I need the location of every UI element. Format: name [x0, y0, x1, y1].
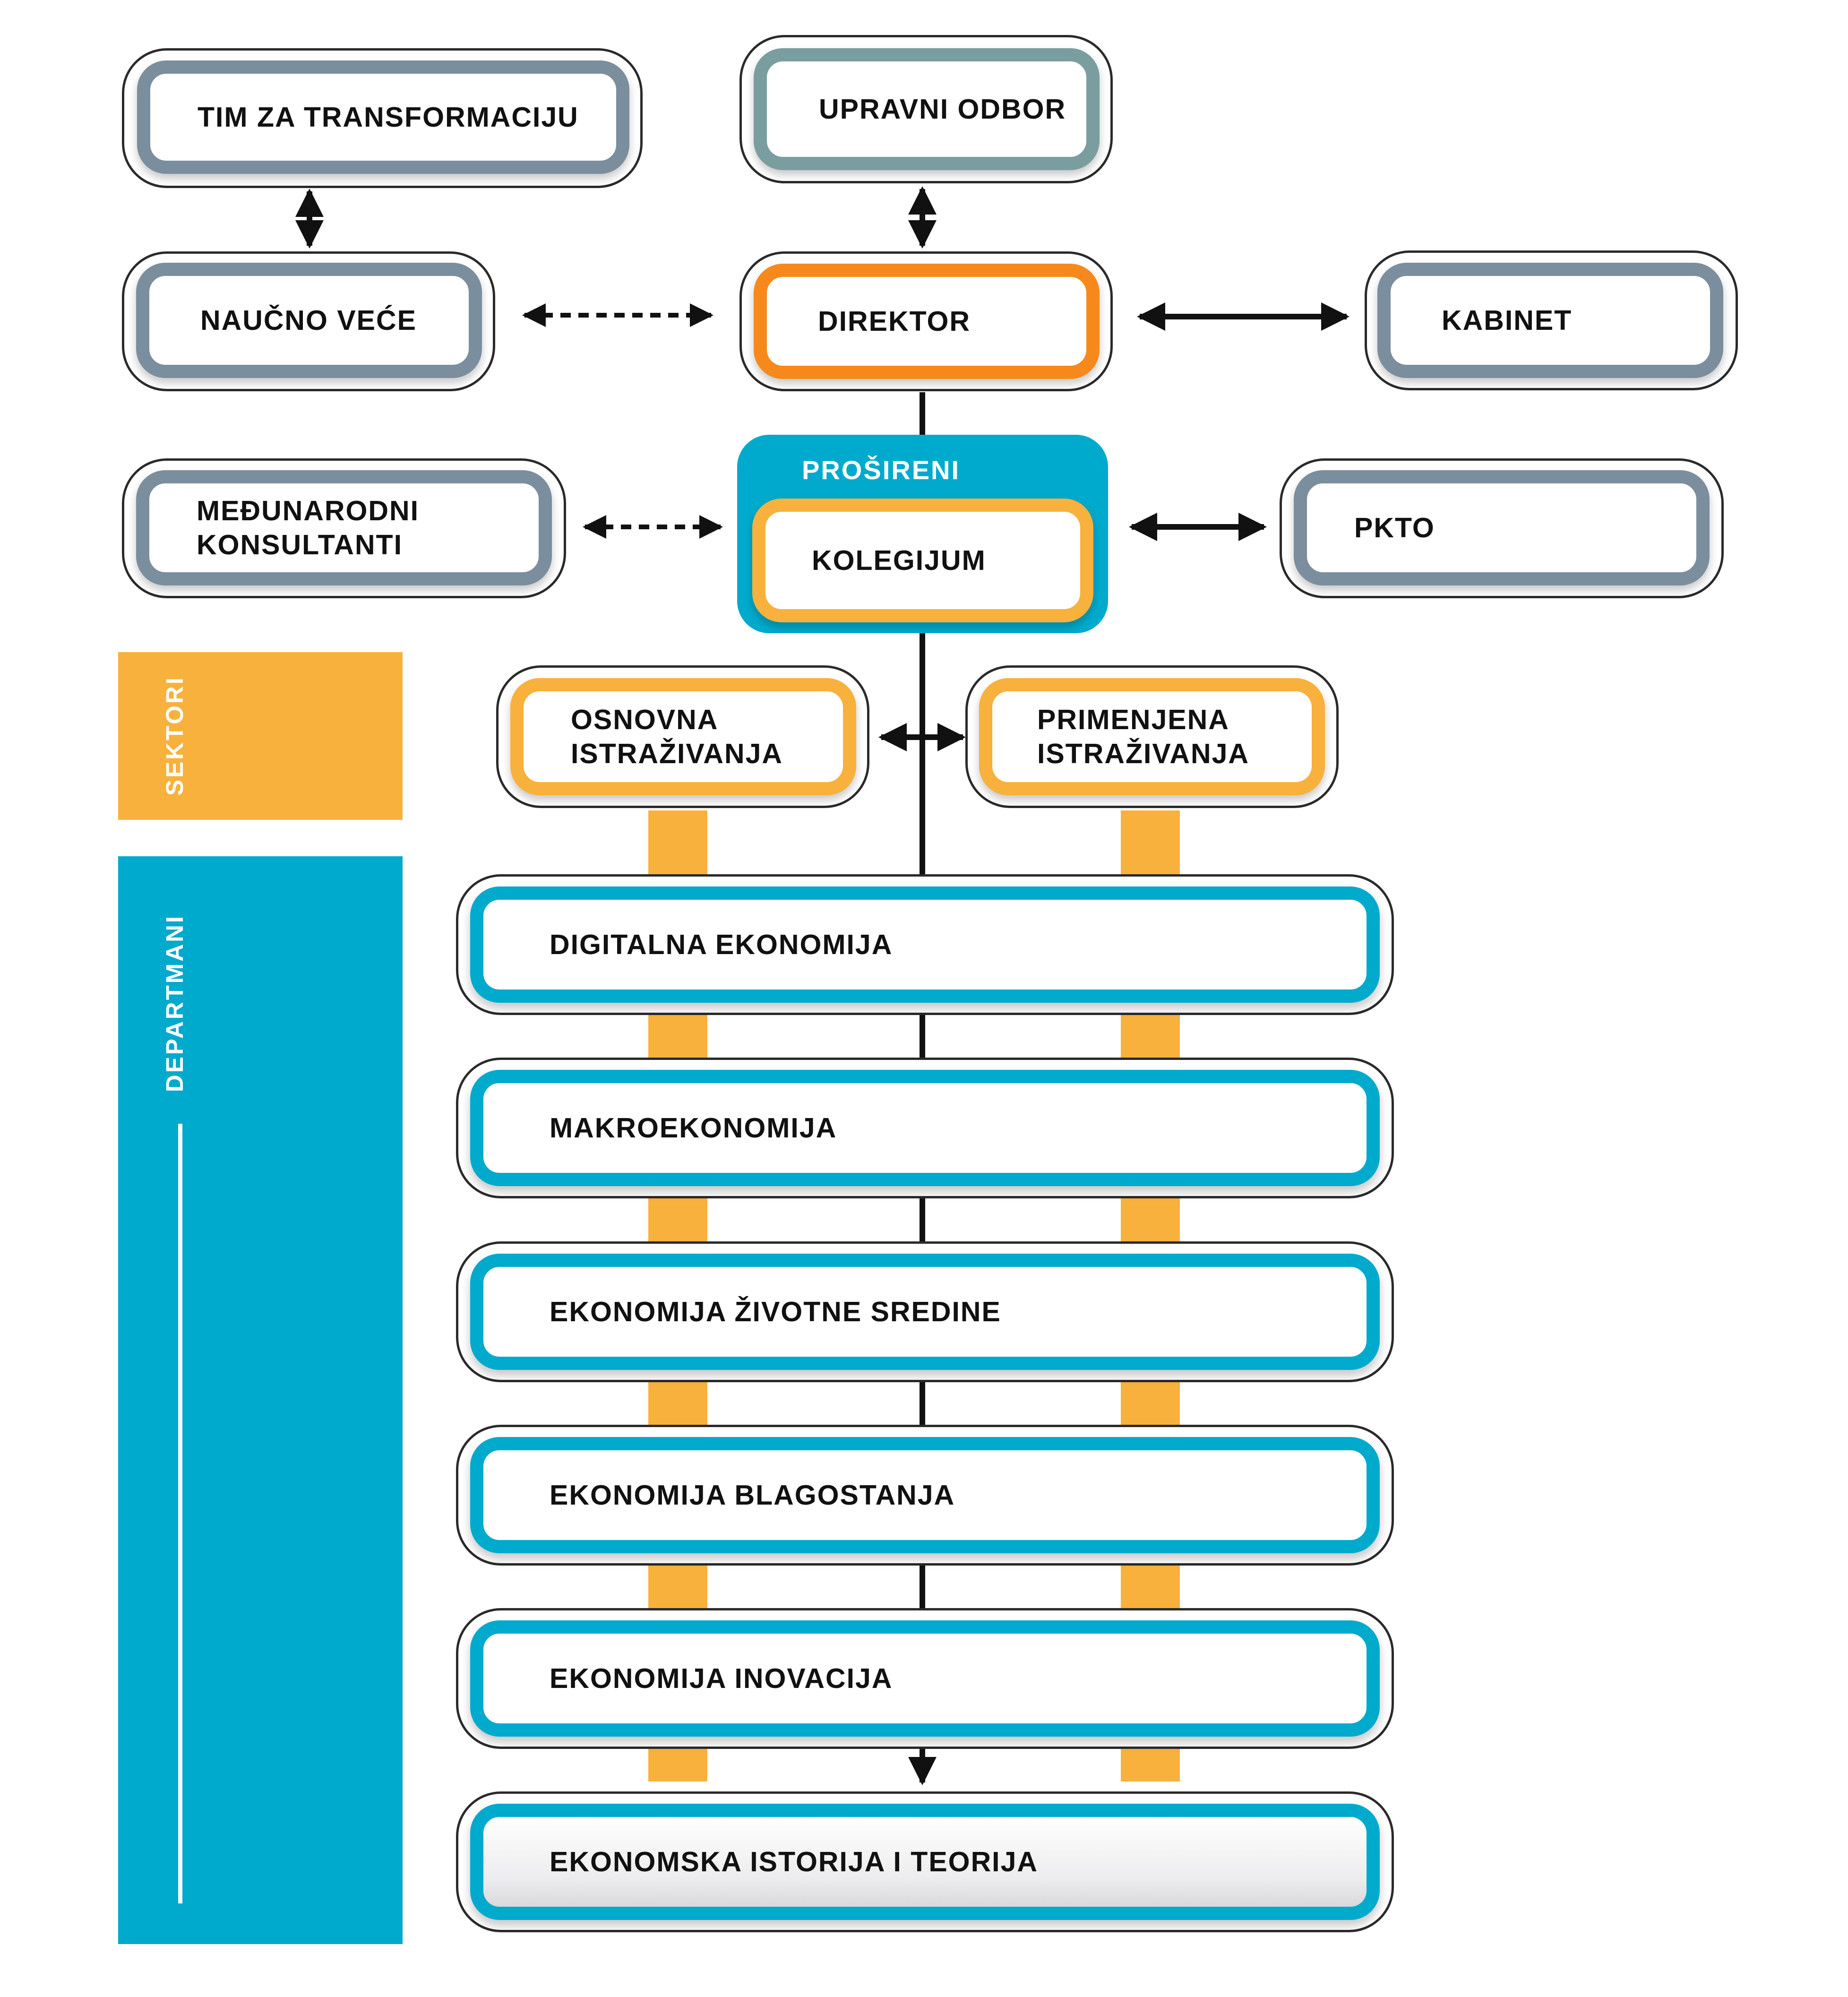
- naucno-vece-label: NAUČNO VEĆE: [200, 305, 417, 336]
- department-label: EKONOMIJA ŽIVOTNE SREDINE: [550, 1296, 1001, 1327]
- departmani-bar: [118, 856, 403, 1944]
- department-node: EKONOMSKA ISTORIJA I TEORIJA: [470, 1804, 1380, 1920]
- upravni-odbor-node: UPRAVNI ODBOR: [754, 48, 1100, 170]
- department-node: EKONOMIJA BLAGOSTANJA: [470, 1437, 1380, 1553]
- department-label: EKONOMIJA BLAGOSTANJA: [550, 1480, 955, 1511]
- medjunarodni-konsultanti-line2: KONSULTANTI: [197, 529, 403, 560]
- department-label: MAKROEKONOMIJA: [550, 1112, 837, 1144]
- tim-za-transformaciju-label: TIM ZA TRANSFORMACIJU: [198, 102, 579, 133]
- department-node: MAKROEKONOMIJA: [470, 1070, 1380, 1186]
- kolegijum-label: KOLEGIJUM: [812, 545, 986, 576]
- direktor-label: DIREKTOR: [818, 306, 971, 337]
- department-node: EKONOMIJA INOVACIJA: [470, 1620, 1380, 1737]
- osnovna-istrazivanja-node: OSNOVNA ISTRAŽIVANJA: [510, 678, 856, 795]
- pkto-label: PKTO: [1354, 512, 1435, 543]
- tim-za-transformaciju-node: TIM ZA TRANSFORMACIJU: [137, 60, 629, 174]
- department-node: EKONOMIJA ŽIVOTNE SREDINE: [470, 1254, 1380, 1370]
- sektori-bar: [118, 652, 403, 820]
- medjunarodni-konsultanti-line1: MEĐUNARODNI: [197, 495, 420, 526]
- department-label: EKONOMSKA ISTORIJA I TEORIJA: [550, 1846, 1038, 1877]
- sektori-label: SEKTORI: [161, 676, 188, 796]
- kabinet-label: KABINET: [1442, 305, 1573, 336]
- kolegijum-node: KOLEGIJUM: [752, 499, 1093, 622]
- prosireni-kolegijum-title: PROŠIRENI: [802, 455, 961, 485]
- department-label: DIGITALNA EKONOMIJA: [550, 929, 893, 960]
- osnovna-istrazivanja-label: OSNOVNA ISTRAŽIVANJA: [571, 703, 783, 771]
- upravni-odbor-label: UPRAVNI ODBOR: [819, 94, 1066, 125]
- primenjena-line2: ISTRAŽIVANJA: [1037, 738, 1250, 769]
- medjunarodni-konsultanti-label: MEĐUNARODNI KONSULTANTI: [197, 494, 419, 562]
- department-label: EKONOMIJA INOVACIJA: [550, 1663, 893, 1694]
- medjunarodni-konsultanti-node: MEĐUNARODNI KONSULTANTI: [136, 470, 552, 585]
- osnovna-line2: ISTRAŽIVANJA: [571, 738, 783, 769]
- primenjena-line1: PRIMENJENA: [1037, 704, 1229, 735]
- direktor-node: DIREKTOR: [754, 264, 1100, 379]
- pkto-node: PKTO: [1294, 470, 1710, 585]
- osnovna-line1: OSNOVNA: [571, 704, 719, 735]
- departmani-divider: [178, 1124, 182, 1903]
- department-node: DIGITALNA EKONOMIJA: [470, 887, 1380, 1003]
- naucno-vece-node: NAUČNO VEĆE: [136, 263, 482, 378]
- primenjena-istrazivanja-node: PRIMENJENA ISTRAŽIVANJA: [979, 678, 1325, 795]
- kabinet-node: KABINET: [1377, 263, 1723, 378]
- departmani-label: DEPARTMANI: [161, 914, 188, 1093]
- primenjena-istrazivanja-label: PRIMENJENA ISTRAŽIVANJA: [1037, 703, 1249, 771]
